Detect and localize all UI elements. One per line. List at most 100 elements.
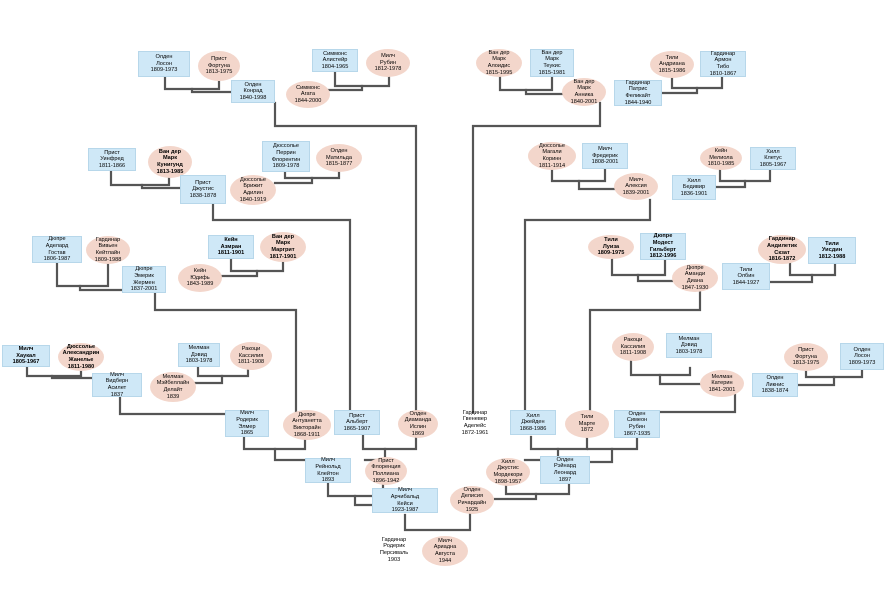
connector-line bbox=[55, 260, 110, 288]
person-node-female: Прист Флоренция Поллиана 1896-1942 bbox=[365, 457, 407, 485]
person-node-female: Прист Фортуна 1813-1975 bbox=[784, 343, 828, 371]
person-label: Ракоци Кассилия 1811-1908 bbox=[619, 337, 647, 357]
connector-line bbox=[653, 393, 737, 414]
person-label: Тили Уисдин 1812-1988 bbox=[818, 240, 846, 260]
person-node-male: Прист Джустис 1838-1878 bbox=[180, 175, 226, 204]
person-label: Ван дер Марк Кунигунд 1813-1985 bbox=[156, 148, 184, 175]
person-label: Дюссолье Александрин Жанелье 1811-1980 bbox=[62, 343, 100, 370]
connector-line bbox=[242, 435, 307, 451]
person-label: Дюссолье Магали Коринн 1811-1914 bbox=[538, 142, 566, 169]
person-node-female: Ракоци Кассилия 1811-1908 bbox=[612, 333, 654, 361]
person-node-female: Дюссолье Брижит Адилин 1840-1919 bbox=[230, 175, 276, 205]
connector-line bbox=[577, 179, 620, 191]
person-label: Прист Джустис 1838-1878 bbox=[189, 179, 217, 199]
person-label: Мелман Катерин 1841-2001 bbox=[708, 373, 736, 393]
connector-lines bbox=[25, 70, 864, 532]
connector-line bbox=[118, 395, 227, 416]
person-label: Милч Рейнольд Клейтон 1893 bbox=[315, 457, 341, 484]
person-label: Тили Луиза 1809-1975 bbox=[597, 237, 625, 257]
person-node-female: Милч Рубин 1812-1978 bbox=[366, 49, 410, 77]
person-node-female: Хилл Джустис Мордекори 1898-1957 bbox=[486, 458, 530, 486]
person-label: Ван дер Марк Алоидис 1815-1995 bbox=[485, 49, 513, 76]
person-label: Милч Родерик Элмер 1865 bbox=[236, 410, 258, 437]
connector-line bbox=[190, 87, 234, 94]
person-node-female: Тили Марте 1872 bbox=[565, 410, 609, 438]
person-node-female: Мелман Мэйбеллайн Делайт 1839 bbox=[150, 372, 196, 402]
person-label: Олден Симеон Рубин 1867-1935 bbox=[623, 410, 651, 437]
person-node-male: Олден Ликнис 1838-1874 bbox=[752, 373, 798, 397]
person-label: Кейн Мелиола 1810-1985 bbox=[707, 148, 735, 168]
connector-line bbox=[658, 373, 702, 386]
person-label: Симмонс Алистейр 1804-1965 bbox=[321, 50, 349, 70]
person-label: Олден Рэйнард Леонард 1897 bbox=[553, 456, 577, 483]
connector-line bbox=[326, 84, 364, 92]
person-label: Мелман Мэйбеллайн Делайт 1839 bbox=[156, 373, 190, 400]
person-label: Мелман Дэвид 1803-1978 bbox=[675, 335, 703, 355]
person-label: Милч Арчибальд Кейси 1923-1987 bbox=[390, 487, 420, 514]
person-label: Ван дер Марк Теукис 1815-1981 bbox=[538, 49, 566, 76]
person-node-male: Милч Родерик Элмер 1865 bbox=[225, 410, 269, 437]
person-node-male: Дюссолье Перрин Флорентин 1809-1978 bbox=[262, 141, 310, 172]
connector-line bbox=[273, 176, 314, 185]
connector-line bbox=[140, 183, 182, 190]
person-label: Кейн Юдифь 1843-1989 bbox=[186, 268, 214, 288]
person-node-female: Олден Делисия Ричардайн 1925 bbox=[450, 486, 494, 514]
person-label: Гардинар Вивьен Кейтлайн 1809-1988 bbox=[94, 236, 122, 263]
person-node-male: Гардинар Родерик Персиваль 1903 bbox=[374, 536, 414, 564]
person-label: Олден Конрад 1840-1998 bbox=[239, 81, 267, 101]
person-node-female: Прист Фортуна 1813-1975 bbox=[198, 51, 240, 81]
person-node-male: Мелман Дэвид 1803-1978 bbox=[178, 343, 220, 367]
person-node-female: Ван дер Марк Маргрит 1817-1901 bbox=[260, 232, 306, 262]
person-node-male: Мелман Дэвид 1803-1978 bbox=[666, 333, 712, 358]
connector-line bbox=[588, 447, 614, 464]
connector-line bbox=[714, 179, 747, 189]
person-label: Милч Ариадна Августа 1944 bbox=[433, 537, 457, 564]
person-node-male: Тили Олбин 1844-1927 bbox=[722, 263, 770, 290]
person-label: Ракоци Кассилия 1811-1908 bbox=[237, 346, 265, 366]
person-label: Дюпре Аманди Диана 1847-1930 bbox=[681, 264, 709, 291]
person-node-female: Кейн Юдифь 1843-1989 bbox=[178, 264, 222, 292]
person-label: Прист Альберт 1865-1907 bbox=[343, 412, 371, 432]
person-node-female: Ракоци Кассилия 1811-1908 bbox=[230, 342, 272, 370]
person-node-male: Гардинар Армон Тибо 1810-1867 bbox=[700, 51, 746, 77]
person-label: Ван дер Марк Маргрит 1817-1901 bbox=[269, 233, 297, 260]
person-label: Хилл Джейден 1868-1986 bbox=[519, 412, 547, 432]
person-label: Прист Флоренция Поллиана 1896-1942 bbox=[371, 457, 401, 484]
person-label: Хилл Джустис Мордекори 1898-1957 bbox=[493, 458, 523, 485]
person-label: Прист Уинфред 1811-1866 bbox=[98, 149, 126, 169]
person-node-male: Милч Арчибальд Кейси 1923-1987 bbox=[372, 487, 438, 514]
person-node-female: Ван дер Марк Алоидис 1815-1995 bbox=[476, 49, 522, 77]
connector-line bbox=[670, 75, 724, 90]
person-node-male: Хилл Бедивир 1836-1901 bbox=[672, 175, 716, 200]
person-label: Симмонс Агата 1844-2000 bbox=[294, 84, 322, 104]
person-label: Олден Лосон 1809-1973 bbox=[848, 346, 876, 366]
person-label: Милч Рубин 1812-1978 bbox=[374, 53, 402, 73]
connector-line bbox=[498, 75, 554, 92]
connector-line bbox=[504, 481, 571, 496]
person-node-female: Тили Луиза 1809-1975 bbox=[588, 235, 634, 259]
person-node-male: Кейн Азмран 1811-1901 bbox=[208, 235, 254, 259]
person-label: Гардинар Гвеневер Аделейс 1872-1961 bbox=[461, 409, 489, 436]
person-label: Олден Диамандa Ислин 1869 bbox=[404, 410, 432, 437]
person-label: Олден Матильда 1815-1877 bbox=[325, 148, 353, 168]
person-node-male: Милч Хаукал 1805-1967 bbox=[2, 345, 50, 367]
connector-line bbox=[768, 273, 814, 284]
person-label: Прист Фортуна 1813-1975 bbox=[792, 347, 820, 367]
connector-line bbox=[211, 202, 352, 414]
person-node-male: Олден Лосон 1809-1973 bbox=[138, 51, 190, 77]
person-label: Олден Ликнис 1838-1874 bbox=[761, 375, 789, 395]
connector-line bbox=[529, 435, 589, 451]
person-label: Тили Марте 1872 bbox=[578, 414, 596, 434]
person-label: Мелман Дэвид 1803-1978 bbox=[185, 345, 213, 365]
person-node-male: Олден Симеон Рубин 1867-1935 bbox=[614, 410, 660, 438]
person-label: Дюпре Эмерик Жермен 1837-2001 bbox=[130, 266, 158, 293]
connector-line bbox=[524, 88, 564, 96]
person-label: Дюпре Антуанетта Викторайн 1868-1911 bbox=[292, 411, 322, 438]
person-label: Гардинар Патрис Феликайт 1844-1940 bbox=[624, 79, 652, 106]
person-label: Кейн Азмран 1811-1901 bbox=[217, 237, 245, 257]
person-label: Дюссолье Перрин Флорентин 1809-1978 bbox=[271, 143, 301, 170]
person-label: Милч Хаукал 1805-1967 bbox=[12, 346, 40, 366]
person-node-male: Прист Альберт 1865-1907 bbox=[334, 410, 380, 435]
connector-line bbox=[78, 284, 124, 292]
